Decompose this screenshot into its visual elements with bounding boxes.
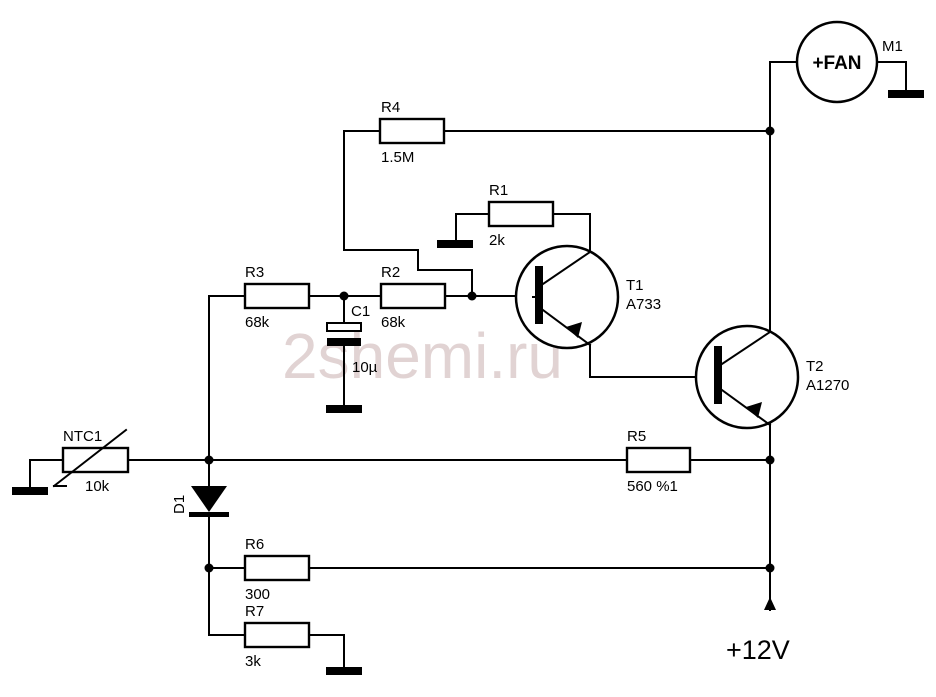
emitter-arrow-icon: [746, 402, 762, 418]
thermistor-icon: [61, 446, 130, 474]
wires: [29, 61, 907, 669]
capacitor-c1: C1 10µ: [326, 303, 378, 376]
r7-ref: R7: [245, 603, 264, 620]
transistor-pnp-icon: [694, 324, 800, 430]
ground-icon: [326, 405, 362, 413]
transistor-t1: T1 A733: [514, 244, 661, 350]
ground-icon: [12, 487, 48, 495]
fan-motor-m1: +FAN M1: [795, 20, 903, 104]
ntc1-ref: NTC1: [63, 428, 102, 445]
transistor-pnp-icon: [514, 244, 620, 350]
r6-ref: R6: [245, 536, 264, 553]
diode-icon: [191, 486, 227, 512]
resistor-r3: R3 68k: [243, 264, 311, 331]
r2-value: 68k: [381, 314, 406, 331]
r1-ref: R1: [489, 182, 508, 199]
resistor-r7: R7 3k: [243, 603, 311, 670]
resistor-r4: R4 1.5M: [378, 99, 446, 166]
r4-value: 1.5M: [381, 149, 414, 166]
r5-ref: R5: [627, 428, 646, 445]
resistor-icon: [243, 282, 311, 310]
c1-value: 10µ: [352, 359, 378, 376]
thermistor-slash-icon: [52, 428, 128, 488]
resistor-icon: [243, 621, 311, 649]
resistor-r2: R2 68k: [379, 264, 447, 331]
diode-d1: D1: [171, 486, 229, 517]
fan-motor-ref: M1: [882, 38, 903, 55]
r6-value: 300: [245, 586, 270, 603]
transistor-t2: T2 A1270: [694, 324, 849, 430]
fan-motor-label: +FAN: [812, 53, 861, 74]
r1-value: 2k: [489, 232, 505, 249]
watermark-text: 2shemi.ru: [282, 320, 563, 392]
fan-motor-icon: [795, 20, 879, 104]
r3-value: 68k: [245, 314, 270, 331]
resistor-icon: [379, 282, 447, 310]
supply-arrow-icon: [764, 597, 776, 610]
emitter-arrow-icon: [566, 322, 582, 338]
supply-label: +12V: [726, 635, 790, 665]
capacitor-plus-plate-icon: [326, 322, 362, 332]
r7-value: 3k: [245, 653, 261, 670]
ground-icon: [326, 667, 362, 675]
resistor-r1: R1 2k: [487, 182, 555, 249]
t1-ref: T1: [626, 277, 644, 294]
d1-ref: D1: [171, 495, 188, 514]
c1-ref: C1: [351, 303, 370, 320]
thermistor-ntc1: NTC1 10k: [52, 428, 130, 495]
resistor-icon: [625, 446, 692, 474]
r3-ref: R3: [245, 264, 264, 281]
r2-ref: R2: [381, 264, 400, 281]
r5-value: 560 %1: [627, 478, 678, 495]
ground-icon: [888, 90, 924, 98]
r4-ref: R4: [381, 99, 400, 116]
ground-icon: [437, 240, 473, 248]
capacitor-minus-plate-icon: [327, 338, 361, 346]
resistor-r5: R5 560 %1: [625, 428, 692, 495]
ntc1-value: 10k: [85, 478, 110, 495]
resistor-icon: [487, 200, 555, 228]
resistor-icon: [378, 117, 446, 145]
resistor-r6: R6 300: [243, 536, 311, 603]
resistor-icon: [243, 554, 311, 582]
t1-value: A733: [626, 296, 661, 313]
t2-value: A1270: [806, 377, 849, 394]
junction-dots: [204, 126, 775, 573]
t2-ref: T2: [806, 358, 824, 375]
